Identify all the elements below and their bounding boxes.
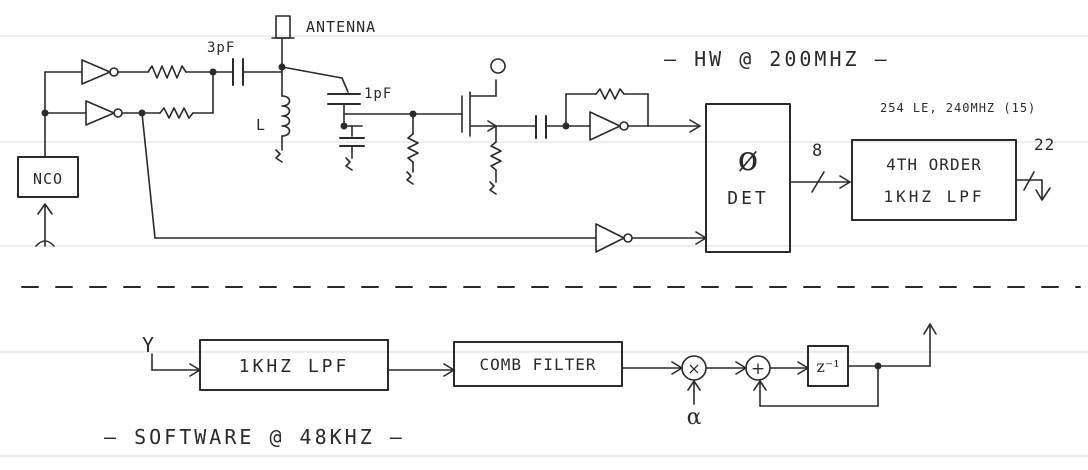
- nco-input-arrow: [35, 203, 55, 247]
- sw-lpf-label: 1KHZ LPF: [239, 356, 350, 377]
- comb-filter-label: COMB FILTER: [480, 355, 597, 374]
- bus-width-22: 22: [1034, 135, 1055, 154]
- hw-lpf-block: 4TH ORDER 1KHZ LPF: [851, 139, 1017, 221]
- sw-lpf-block: 1KHZ LPF: [199, 339, 389, 391]
- hw-title: — HW @ 200MHZ —: [664, 47, 890, 71]
- phase-detector-block: ø DET: [705, 103, 791, 253]
- hw-output: 22: [1015, 135, 1055, 201]
- adder: +: [745, 355, 771, 381]
- capacitor-1pf: 1pF: [327, 86, 392, 115]
- output-stage: [495, 88, 701, 141]
- sw-input: Y: [142, 333, 201, 377]
- inductor-label: L: [256, 116, 266, 134]
- feedback-resistor: [595, 88, 625, 100]
- multiply-symbol: ×: [687, 359, 700, 378]
- upper-resistor: [147, 65, 187, 79]
- cap-3pf-label: 3pF: [207, 40, 235, 56]
- inductor-l: L: [256, 66, 291, 163]
- upper-buffer: [81, 59, 217, 85]
- transistor: [461, 58, 506, 195]
- det-label: DET: [727, 188, 769, 209]
- lower-buffer: [85, 71, 214, 126]
- antenna: ANTENNA: [271, 15, 376, 68]
- delay-label: z⁻¹: [816, 357, 839, 376]
- fpga-usage-note: 254 LE, 240MHZ (15): [880, 101, 1036, 115]
- add-symbol: +: [751, 359, 765, 379]
- middle-resistor-ground: [406, 110, 419, 185]
- nco-label: NCO: [33, 170, 63, 188]
- comb-filter-block: COMB FILTER: [453, 341, 623, 387]
- antenna-label: ANTENNA: [306, 18, 376, 36]
- hw-lpf-line1: 4TH ORDER: [886, 155, 982, 174]
- bus-width-8: 8: [812, 141, 823, 161]
- wire-to-1pf: [281, 66, 349, 93]
- reference-path: [141, 112, 707, 253]
- notebook-rules: [0, 35, 1088, 457]
- cap-1pf-label: 1pF: [364, 86, 392, 102]
- nco-block: NCO: [17, 156, 79, 198]
- phase-symbol: ø: [738, 139, 758, 179]
- input-y-label: Y: [142, 333, 155, 357]
- hw-lpf-line2: 1KHZ LPF: [883, 187, 984, 206]
- capacitor-3pf: 3pF: [207, 40, 286, 86]
- node-1pf-ground: [339, 113, 463, 171]
- sw-title: — SOFTWARE @ 48KHZ —: [104, 425, 405, 449]
- multiplier: × α: [681, 355, 707, 430]
- lower-resistor: [159, 107, 194, 119]
- alpha-label: α: [687, 405, 702, 430]
- nco-output-wiring: [41, 71, 87, 158]
- sw-output: [753, 323, 937, 407]
- bus-8: 8: [789, 141, 851, 193]
